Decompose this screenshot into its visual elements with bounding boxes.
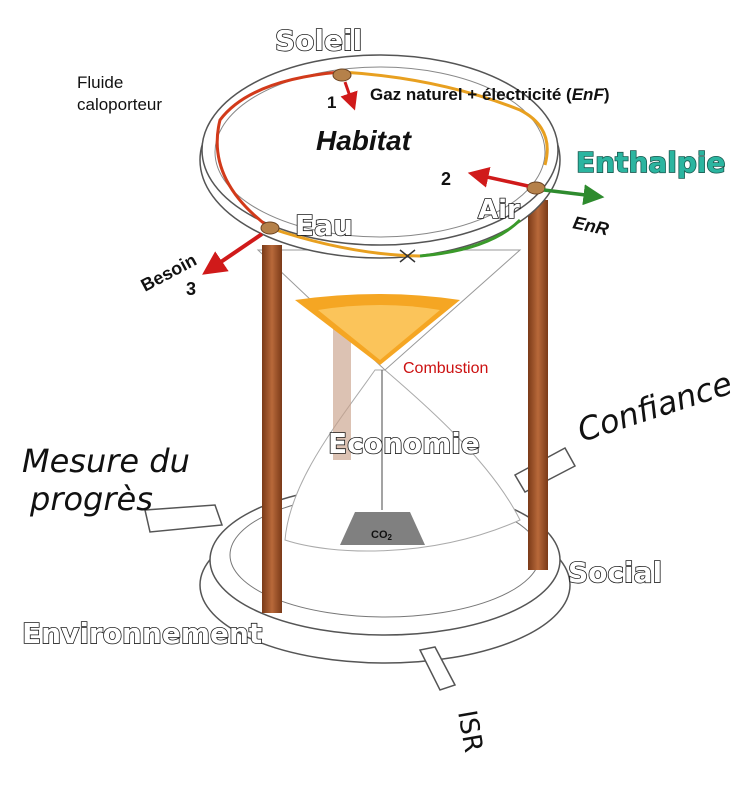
label-enr: EnR: [571, 212, 610, 239]
label-habitat: Habitat: [316, 125, 413, 156]
arrow-enr: [543, 184, 605, 206]
heat-loop: [215, 70, 549, 263]
label-environnement: Environnement: [22, 617, 262, 650]
label-air: Air: [478, 195, 520, 225]
label-eau: Eau: [295, 209, 353, 242]
pillar-left: [262, 245, 282, 613]
node-3: [260, 221, 280, 235]
label-confiance: Confiance: [573, 364, 734, 450]
node-1: [332, 68, 352, 82]
arrow-3: [202, 232, 264, 275]
node-2: [526, 181, 546, 195]
arrow-2: [467, 167, 529, 188]
arrow-1: [340, 81, 358, 111]
label-fluide-1: Fluide: [77, 73, 123, 92]
label-mesure-2: progrès: [29, 480, 153, 518]
top-disk: [199, 54, 561, 259]
label-isr: ISR: [451, 708, 488, 755]
num-2: 2: [441, 169, 451, 189]
co2-weight: [340, 512, 425, 545]
label-combustion: Combustion: [403, 360, 488, 377]
pillar-back: [333, 300, 351, 460]
label-co2: CO2: [371, 529, 393, 542]
label-mesure-1: Mesure du: [22, 442, 190, 480]
base-tab-left: [144, 504, 224, 533]
label-gaz: Gaz naturel + électricité (EnF): [370, 85, 610, 104]
sand-highlight: [318, 305, 440, 360]
label-soleil: Soleil: [275, 24, 362, 57]
label-fluide-2: caloporteur: [77, 95, 162, 114]
num-3: 3: [186, 279, 196, 299]
num-1: 1: [327, 93, 336, 112]
base-tab-bottom: [418, 646, 457, 691]
label-social: Social: [568, 556, 662, 589]
pillar-right: [528, 200, 548, 570]
label-enthalpie: Enthalpie: [576, 146, 726, 179]
label-economie: Economie: [328, 427, 480, 460]
